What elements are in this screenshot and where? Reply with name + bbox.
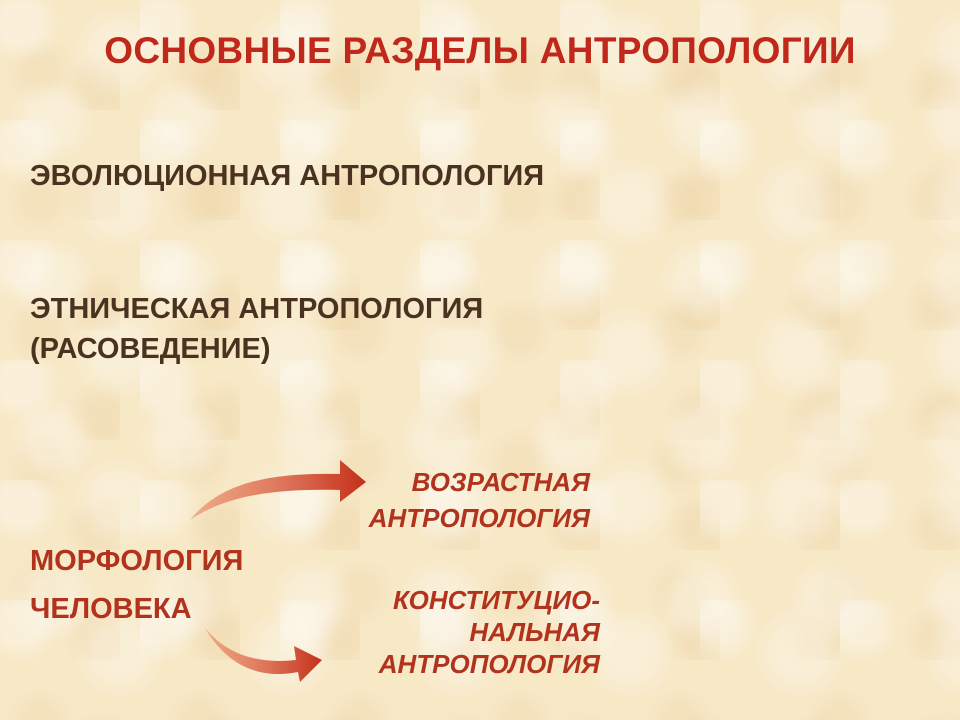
morphology-block: МОРФОЛОГИЯ ЧЕЛОВЕКА (30, 537, 243, 633)
branch-constitutional-line3: АНТРОПОЛОГИЯ (378, 649, 600, 679)
section-ethnic: ЭТНИЧЕСКАЯ АНТРОПОЛОГИЯ (РАСОВЕДЕНИЕ) (30, 289, 483, 369)
section-ethnic-label: ЭТНИЧЕСКАЯ АНТРОПОЛОГИЯ (30, 293, 484, 325)
branch-constitutional: КОНСТИТУЦИО- НАЛЬНАЯ АНТРОПОЛОГИЯ (379, 584, 600, 680)
curved-arrow-down-icon (205, 628, 322, 682)
section-evolutionary: ЭВОЛЮЦИОННАЯ АНТРОПОЛОГИЯ (30, 156, 544, 196)
morphology-line2: ЧЕЛОВЕКА (30, 593, 192, 625)
curved-arrow-up-icon (190, 460, 366, 520)
branch-age: ВОЗРАСТНАЯ АНТРОПОЛОГИЯ (369, 464, 590, 536)
branch-constitutional-line2: НАЛЬНАЯ (469, 617, 600, 647)
slide-title: ОСНОВНЫЕ РАЗДЕЛЫ АНТРОПОЛОГИИ (104, 30, 856, 71)
section-evolutionary-label: ЭВОЛЮЦИОННАЯ АНТРОПОЛОГИЯ (30, 160, 545, 192)
branch-age-line1: ВОЗРАСТНАЯ (411, 467, 590, 497)
branch-age-line2: АНТРОПОЛОГИЯ (368, 503, 590, 533)
branch-constitutional-line1: КОНСТИТУЦИО- (392, 585, 600, 615)
section-ethnic-sublabel: (РАСОВЕДЕНИЕ) (30, 333, 271, 365)
morphology-line1: МОРФОЛОГИЯ (30, 545, 244, 577)
